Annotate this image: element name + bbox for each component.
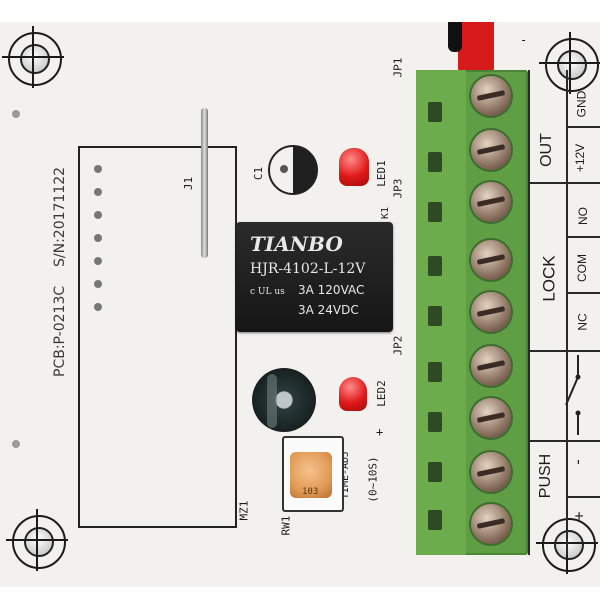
led2 — [339, 377, 367, 411]
serial-number: S/N:20171122 — [52, 166, 68, 267]
terminal-screw[interactable] — [471, 504, 511, 544]
label-rw1: RW1 — [279, 515, 293, 536]
label-led1: LED1 — [374, 160, 388, 187]
label-border — [566, 70, 568, 555]
terminal-slot — [428, 510, 442, 530]
potentiometer-marking: 103 — [302, 487, 319, 497]
label-out: OUT — [537, 133, 555, 167]
switch-symbol-icon — [565, 355, 581, 435]
terminal-slot — [428, 362, 442, 382]
header-pin — [94, 234, 102, 242]
black-wire — [448, 22, 462, 52]
capacitor-c1 — [268, 145, 318, 195]
label-com: COM — [575, 254, 589, 282]
terminal-slot — [428, 256, 442, 276]
terminal-slot — [428, 152, 442, 172]
mounting-hole-bottom-left — [6, 509, 68, 571]
terminal-slot — [428, 306, 442, 326]
label-divider — [566, 236, 600, 238]
terminal-slot — [428, 412, 442, 432]
label-top-minus: - — [520, 33, 528, 47]
label-divider — [528, 182, 600, 184]
label-border — [528, 70, 530, 555]
electrolytic-capacitor — [252, 368, 316, 432]
mounting-hole-top-right — [539, 32, 600, 94]
via — [12, 110, 20, 118]
label-push-minus: - — [569, 459, 587, 465]
label-divider — [566, 292, 600, 294]
terminal-screw[interactable] — [471, 346, 511, 386]
relay: TIANBO HJR-4102-L-12V c UL us 3A 120VAC … — [236, 222, 393, 332]
photo-bottom-margin — [0, 587, 600, 600]
label-lock: LOCK — [539, 255, 559, 302]
header-pin — [94, 280, 102, 288]
relay-model: HJR-4102-L-12V — [250, 261, 366, 277]
via — [12, 440, 20, 448]
jumper-wire-j1 — [201, 108, 208, 258]
label-jp3: JP3 — [391, 178, 405, 199]
terminal-slot — [428, 102, 442, 122]
label-led2: LED2 — [374, 380, 388, 407]
potentiometer-knob — [290, 452, 332, 498]
header-pin — [94, 257, 102, 265]
terminal-slot — [428, 462, 442, 482]
pad — [280, 165, 288, 173]
terminal-screw[interactable] — [471, 182, 511, 222]
header-pin — [94, 211, 102, 219]
label-push: PUSH — [537, 453, 555, 499]
terminal-labels: OUT GND +12V LOCK NO COM NC PUSH - + — [528, 70, 600, 555]
terminal-screw[interactable] — [471, 240, 511, 280]
terminal-screw[interactable] — [471, 292, 511, 332]
label-no: NO — [576, 207, 590, 225]
label-12v: +12V — [573, 143, 588, 173]
label-divider — [566, 496, 600, 498]
relay-brand: TIANBO — [250, 232, 343, 256]
terminal-screw[interactable] — [471, 398, 511, 438]
label-gnd: GND — [574, 90, 589, 118]
label-push-plus: + — [571, 511, 589, 521]
header-pin — [94, 303, 102, 311]
label-k1: K1 — [380, 206, 392, 220]
relay-cert: c UL us — [250, 287, 285, 297]
label-divider — [528, 350, 600, 352]
terminal-screw[interactable] — [471, 76, 511, 116]
header-pin — [94, 165, 102, 173]
relay-rating-ac: 3A 120VAC — [298, 283, 365, 297]
label-range-plus: + — [376, 425, 384, 439]
relay-rating-dc: 3A 24VDC — [298, 303, 359, 317]
label-divider — [528, 440, 600, 442]
label-divider — [566, 126, 600, 128]
mounting-hole-top-left — [2, 26, 64, 88]
mz1-outline — [78, 146, 237, 528]
label-nc: NC — [575, 313, 590, 331]
led1 — [339, 148, 369, 186]
terminal-slot — [428, 202, 442, 222]
label-c1: C1 — [252, 166, 266, 181]
terminal-screw[interactable] — [471, 452, 511, 492]
label-mz1: MZ1 — [237, 500, 251, 521]
label-jp2: JP2 — [391, 335, 405, 356]
label-j1: J1 — [182, 176, 196, 191]
capacitor-sleeve-band — [267, 374, 277, 428]
terminal-screw[interactable] — [471, 130, 511, 170]
label-time-range: (0~10S) — [366, 456, 380, 503]
header-pin — [94, 188, 102, 196]
label-jp1: JP1 — [391, 57, 405, 78]
